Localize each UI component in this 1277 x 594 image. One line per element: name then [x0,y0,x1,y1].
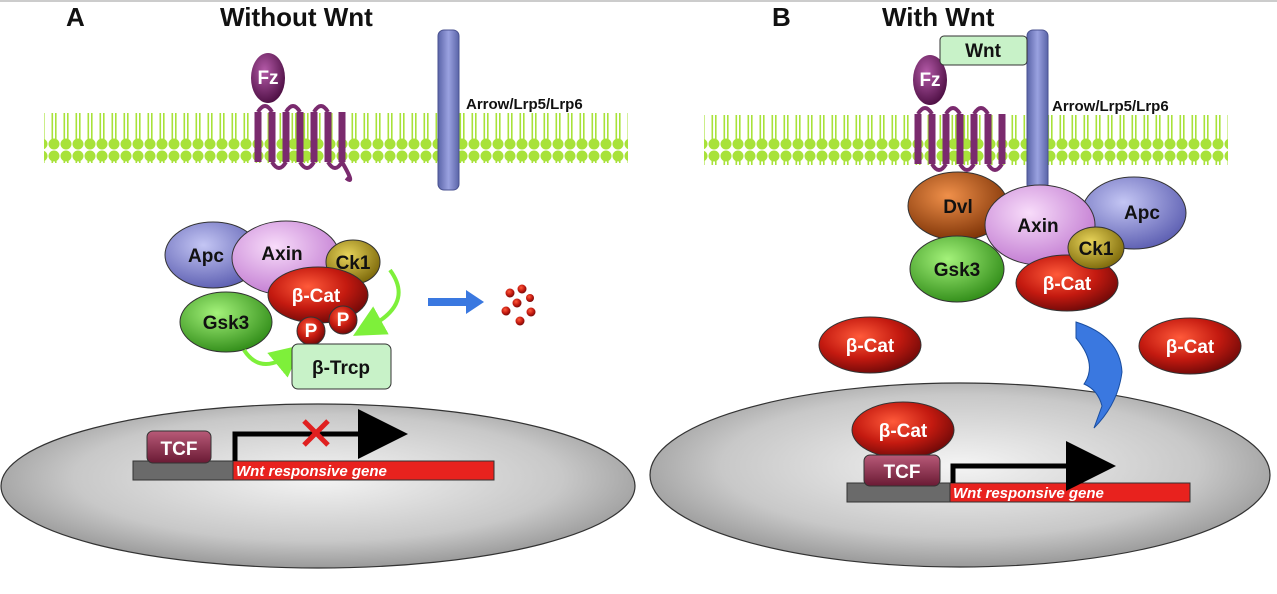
panel-b-receptor-label: Arrow/Lrp5/Lrp6 [1052,98,1169,115]
panel-b-gsk3-label: Gsk3 [934,260,980,281]
panel-a-axin-label: Axin [261,244,302,265]
panel-b-complex-bcat-label: β-Cat [1043,274,1092,295]
panel-b-gene-label: Wnt responsive gene [953,485,1104,502]
panel-b-axin-label: Axin [1017,216,1058,237]
panel-a-title: Without Wnt [220,2,373,32]
panel-a-btrcp-label: β-Trcp [312,358,370,379]
panel-a-bcat-label: β-Cat [292,286,341,307]
panel-a-transcription-arrow [232,409,408,461]
panel-a-letter: A [66,2,85,32]
panel-b-lrp-receptor [1026,29,1049,191]
panel-b-tcf-label: TCF [884,462,921,483]
panel-b-wnt-ligand [939,35,1028,66]
panel-b: B With Wnt Fz Arrow/Lrp5/Lrp6 Wnt Apc Dv… [649,2,1271,568]
panel-a-apc-label: Apc [188,246,224,267]
panel-a-gene-bar [232,460,495,481]
panel-a-dna-strand [132,460,234,481]
panel-a-ck1-phospho-arrow [353,268,401,336]
panel-b-nuclear-bcat-label: β-Cat [879,421,928,442]
panel-a-receptor-label: Arrow/Lrp5/Lrp6 [466,96,583,113]
panel-b-fz-label: Fz [919,70,940,91]
panel-b-membrane [704,115,1228,165]
panel-b-free-beta-catenin-right [1138,317,1242,375]
panel-b-ck1 [1067,226,1125,270]
panel-b-tcf [863,454,941,487]
panel-a-degradation-arrow [428,290,484,314]
panel-b-free-bcat-left-label: β-Cat [846,336,895,357]
panel-b-transcription-arrow [950,441,1116,491]
panel-a: A Without Wnt Fz Arrow/Lrp5/Lrp6 Apc Axi… [0,2,636,569]
panel-a-fz-label: Fz [257,68,278,89]
panel-a-inhibition-x [302,419,330,447]
panel-a-beta-trcp [291,343,392,390]
panel-b-apc-label: Apc [1124,203,1160,224]
panel-b-fz-ligand-domain [913,55,947,105]
panel-a-frizzled: Fz [251,53,353,182]
panel-b-frizzled: Fz [913,55,1006,172]
panel-b-wnt-label: Wnt [965,41,1002,62]
panel-b-ck1-label: Ck1 [1079,239,1114,260]
panel-b-free-beta-catenin-left [818,316,922,374]
panel-a-gsk3-label: Gsk3 [203,313,249,334]
panel-a-p2-label: P [337,310,350,331]
panel-b-letter: B [772,2,791,32]
panel-a-gsk3-phospho-arrow [242,344,303,378]
panel-b-nucleus [649,382,1271,568]
panel-b-dvl-label: Dvl [943,197,973,218]
panel-a-tcf-label: TCF [161,439,198,460]
panel-a-tcf [146,430,212,464]
panel-a-lrp-receptor [437,29,460,191]
panel-a-membrane [44,113,628,163]
panel-a-gene-label: Wnt responsive gene [236,463,387,480]
panel-a-fz-ligand-domain [251,53,285,103]
panel-a-degraded-fragments [501,284,536,326]
panel-b-free-bcat-right-label: β-Cat [1166,337,1215,358]
panel-b-title: With Wnt [882,2,995,32]
panel-a-gsk3 [179,291,273,353]
panel-b-gsk3 [909,235,1005,303]
panel-b-nuclear-translocation-arrow [1075,321,1123,429]
panel-a-p1-label: P [305,321,318,342]
panel-a-ck1-label: Ck1 [336,253,371,274]
